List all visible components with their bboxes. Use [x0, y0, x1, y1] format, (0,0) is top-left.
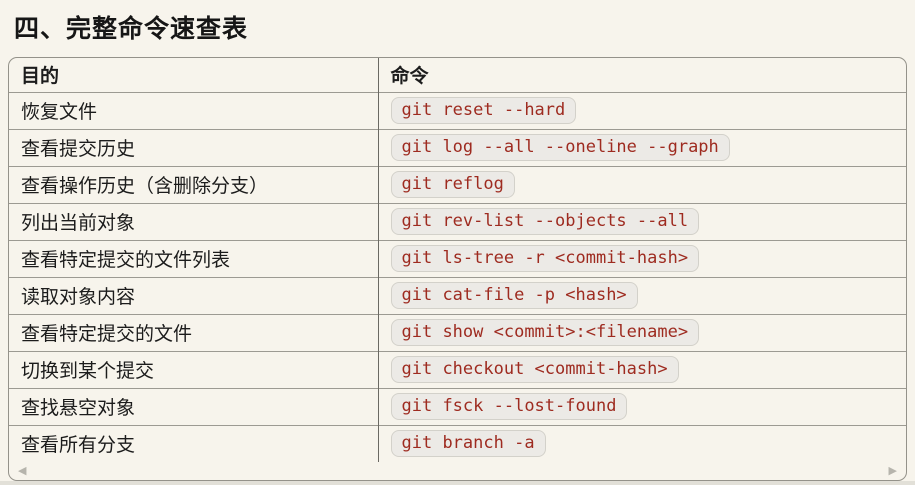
table-row: 列出当前对象 git rev-list --objects --all — [9, 202, 906, 240]
purpose-cell: 查看特定提交的文件 — [9, 313, 378, 351]
command-cell: git show <commit>:<filename> — [377, 313, 906, 351]
command-cell: git reflog — [377, 165, 906, 203]
table-row: 恢复文件 git reset --hard — [9, 91, 906, 129]
table-row: 查看特定提交的文件列表 git ls-tree -r <commit-hash> — [9, 239, 906, 277]
command-reference-table: 目的 命令 恢复文件 git reset --hard 查看提交历史 git l… — [9, 58, 906, 462]
page-bottom-scrollbar-track — [0, 481, 915, 485]
command-cell: git rev-list --objects --all — [377, 202, 906, 240]
command-cell: git log --all --oneline --graph — [377, 128, 906, 166]
command-cell: git fsck --lost-found — [377, 387, 906, 425]
purpose-cell: 恢复文件 — [9, 91, 378, 129]
table-row: 查看操作历史（含删除分支） git reflog — [9, 165, 906, 203]
scroll-left-icon[interactable]: ◀ — [18, 465, 27, 477]
command-chip: git reset --hard — [390, 96, 577, 125]
command-chip: git show <commit>:<filename> — [390, 318, 700, 347]
purpose-cell: 查找悬空对象 — [9, 387, 378, 425]
command-cell: git branch -a — [377, 424, 906, 462]
command-chip: git fsck --lost-found — [390, 392, 628, 421]
purpose-cell: 查看所有分支 — [9, 424, 378, 462]
command-chip: git ls-tree -r <commit-hash> — [390, 244, 700, 273]
purpose-cell: 查看特定提交的文件列表 — [9, 239, 378, 277]
purpose-cell: 切换到某个提交 — [9, 350, 378, 388]
command-chip: git checkout <commit-hash> — [390, 355, 679, 384]
column-header-purpose: 目的 — [21, 66, 60, 88]
purpose-cell: 查看操作历史（含删除分支） — [9, 165, 378, 203]
table-row: 切换到某个提交 git checkout <commit-hash> — [9, 350, 906, 388]
command-cell: git checkout <commit-hash> — [377, 350, 906, 388]
command-cell: git reset --hard — [377, 91, 906, 129]
command-chip: git log --all --oneline --graph — [390, 133, 730, 162]
purpose-cell: 读取对象内容 — [9, 276, 378, 314]
command-chip: git reflog — [390, 170, 515, 199]
purpose-cell: 列出当前对象 — [9, 202, 378, 240]
command-chip: git rev-list --objects --all — [390, 207, 700, 236]
column-header-command: 命令 — [377, 58, 906, 92]
command-cell: git cat-file -p <hash> — [377, 276, 906, 314]
table-row: 查看所有分支 git branch -a — [9, 424, 906, 462]
command-table-scroll-container[interactable]: 目的 命令 恢复文件 git reset --hard 查看提交历史 git l… — [8, 57, 907, 481]
purpose-cell: 查看提交历史 — [9, 128, 378, 166]
table-row: 查看特定提交的文件 git show <commit>:<filename> — [9, 313, 906, 351]
scroll-right-icon[interactable]: ▶ — [888, 465, 897, 477]
table-row: 读取对象内容 git cat-file -p <hash> — [9, 276, 906, 314]
command-chip: git branch -a — [390, 430, 546, 458]
page-title: 四、完整命令速查表 — [14, 14, 249, 43]
table-row: 查找悬空对象 git fsck --lost-found — [9, 387, 906, 425]
table-row: 查看提交历史 git log --all --oneline --graph — [9, 128, 906, 166]
command-chip: git cat-file -p <hash> — [390, 281, 638, 310]
command-cell: git ls-tree -r <commit-hash> — [377, 239, 906, 277]
table-header-row: 目的 命令 — [9, 58, 906, 92]
